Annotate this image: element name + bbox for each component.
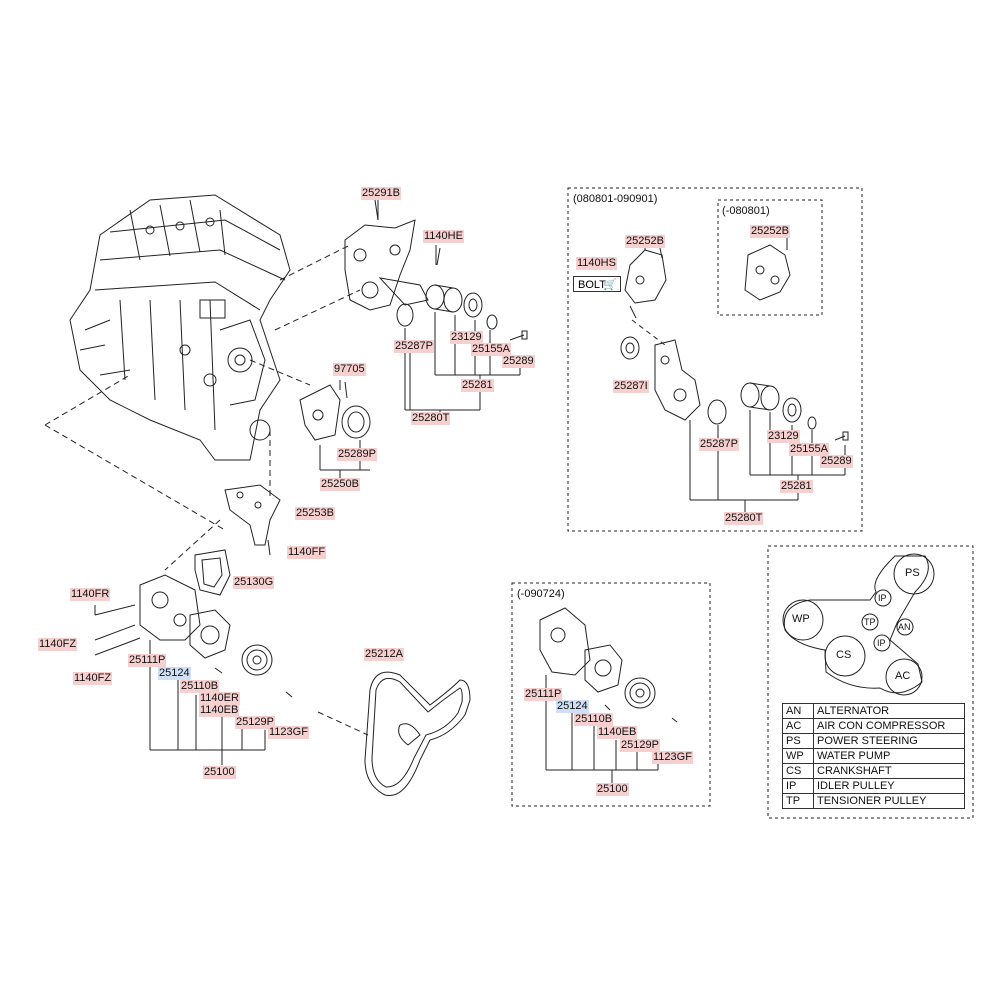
part-label-1140FZ-a[interactable]: 1140FZ: [38, 638, 78, 651]
bracket-25253B-drawing: [224, 484, 281, 556]
part-label-1140FZ-b[interactable]: 1140FZ: [73, 672, 113, 685]
routing-label-cs: CS: [836, 649, 852, 661]
tensioner-v2-drawing: [620, 247, 849, 441]
idler-bracket-drawing: [299, 381, 371, 441]
routing-label-wp: WP: [792, 613, 810, 625]
part-label-25110B-b[interactable]: 25110B: [574, 713, 614, 726]
part-label-1140EB[interactable]: 1140EB: [199, 704, 240, 717]
part-label-25287P-b[interactable]: 25287P: [699, 438, 739, 451]
part-label-25111P-b[interactable]: 25111P: [524, 688, 563, 701]
bolt-cart-button[interactable]: BOLT 🛒: [573, 276, 621, 292]
part-label-97705[interactable]: 97705: [333, 363, 366, 376]
drive-belt-drawing: [364, 671, 471, 797]
routing-label-ip-1: IP: [878, 593, 887, 603]
part-label-1140FF[interactable]: 1140FF: [287, 546, 327, 559]
part-label-25124[interactable]: 25124: [158, 667, 191, 680]
part-label-25212A[interactable]: 25212A: [364, 648, 404, 661]
part-label-25100-b[interactable]: 25100: [596, 783, 629, 796]
part-label-1140ER[interactable]: 1140ER: [199, 692, 240, 705]
part-label-25129P[interactable]: 25129P: [235, 716, 275, 729]
part-label-23129[interactable]: 23129: [450, 331, 483, 344]
water-pump-drawing: [94, 574, 293, 698]
part-label-25100[interactable]: 25100: [203, 766, 236, 779]
legend-code: TP: [782, 793, 814, 809]
part-label-25287I[interactable]: 25287I: [613, 380, 649, 393]
part-label-1140EB-b[interactable]: 1140EB: [597, 726, 638, 739]
range-label-080801: (-080801): [722, 205, 770, 217]
legend-name: IDLER PULLEY: [813, 778, 965, 794]
part-label-25124-b[interactable]: 25124: [556, 700, 589, 713]
tensioner-assembly-drawing: [344, 199, 528, 341]
part-label-25252B-a[interactable]: 25252B: [625, 235, 665, 248]
part-label-25155A-b[interactable]: 25155A: [789, 443, 829, 456]
legend-name: AIR CON COMPRESSOR: [813, 718, 965, 734]
part-label-25280T[interactable]: 25280T: [411, 412, 451, 425]
part-label-25289[interactable]: 25289: [502, 355, 535, 368]
part-label-23129-b[interactable]: 23129: [767, 430, 800, 443]
engine-leader-lines: [44, 244, 361, 571]
routing-label-ps: PS: [905, 567, 920, 579]
tree-lines-v2: [644, 245, 846, 512]
legend-name: WATER PUMP: [813, 748, 965, 764]
legend-name: CRANKSHAFT: [813, 763, 965, 779]
part-label-1123GF-b[interactable]: 1123GF: [652, 751, 693, 764]
part-label-25289P[interactable]: 25289P: [337, 448, 377, 461]
part-label-25281-b[interactable]: 25281: [780, 480, 813, 493]
part-label-25250B[interactable]: 25250B: [320, 478, 360, 491]
legend-code: WP: [782, 748, 814, 764]
part-label-25289-b[interactable]: 25289: [820, 455, 853, 468]
part-label-25111P[interactable]: 25111P: [128, 654, 167, 667]
engine-block-drawing: [69, 194, 291, 461]
legend-code: AN: [782, 703, 814, 719]
part-label-25252B-b[interactable]: 25252B: [750, 225, 790, 238]
part-label-25129P-b[interactable]: 25129P: [620, 739, 660, 752]
part-label-25155A[interactable]: 25155A: [471, 343, 511, 356]
routing-label-an: AN: [898, 622, 911, 632]
part-label-25253B[interactable]: 25253B: [295, 507, 335, 520]
legend-name: ALTERNATOR: [813, 703, 965, 719]
legend-name: TENSIONER PULLEY: [813, 793, 965, 809]
tensioner-v1-drawing: [744, 238, 791, 301]
part-label-25130G[interactable]: 25130G: [233, 576, 275, 589]
part-label-25287P[interactable]: 25287P: [394, 340, 434, 353]
legend-code: IP: [782, 778, 814, 794]
part-label-1140HE[interactable]: 1140HE: [423, 230, 464, 243]
cart-icon: 🛒: [603, 279, 617, 291]
range-label-090724: (-090724): [517, 588, 565, 600]
part-label-1123GF[interactable]: 1123GF: [268, 726, 309, 739]
legend-code: PS: [782, 733, 814, 749]
legend-code: CS: [782, 763, 814, 779]
part-label-25280T-b[interactable]: 25280T: [724, 512, 764, 525]
legend-name: POWER STEERING: [813, 733, 965, 749]
gasket-drawing: [194, 549, 231, 596]
part-label-25110B[interactable]: 25110B: [180, 680, 220, 693]
belt-routing-drawing: [782, 553, 935, 696]
water-pump-v1-drawing: [539, 607, 678, 723]
part-label-1140FR[interactable]: 1140FR: [70, 588, 111, 601]
routing-label-tp: TP: [864, 617, 876, 627]
routing-label-ip-2: IP: [877, 638, 886, 648]
routing-label-ac: AC: [895, 670, 911, 682]
legend-code: AC: [782, 718, 814, 734]
bolt-label: BOLT: [578, 279, 606, 291]
part-label-25291B[interactable]: 25291B: [361, 187, 401, 200]
part-label-25281[interactable]: 25281: [461, 379, 494, 392]
part-label-1140HS[interactable]: 1140HS: [576, 257, 617, 270]
range-label-080801-090901: (080801-090901): [573, 193, 658, 205]
